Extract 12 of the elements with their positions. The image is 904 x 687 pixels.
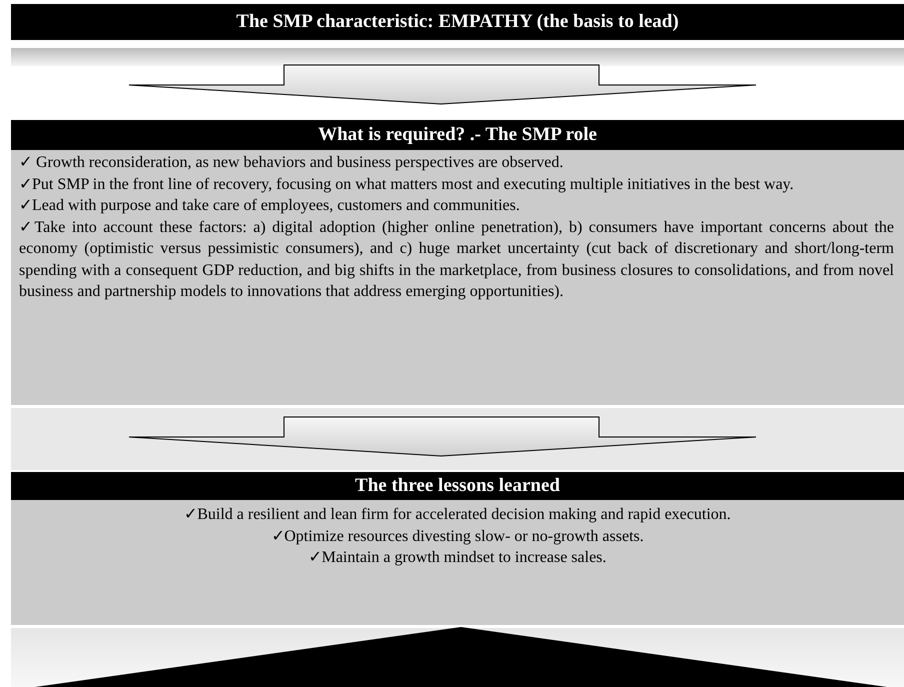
header-bar: The SMP characteristic: EMPATHY (the basis to lead): [11, 4, 904, 40]
bullet-text: ✓ Growth reconsideration, as new behaviors and business perspectives are observed.: [19, 153, 564, 173]
header-bar: What is required? .- The SMP role: [11, 120, 904, 150]
bullet-text: ✓Lead with purpose and take care of employees, customers and communities.: [19, 196, 521, 216]
block-arrow: [128, 416, 756, 456]
bullet-text: ✓Maintain a growth mindset to increase sales.: [308, 548, 608, 568]
bullet-text: ✓Optimize resources divesting slow- or no-growth assets.: [270, 526, 645, 546]
block-arrow: [128, 64, 756, 104]
header-bar: The three lessons learned: [11, 472, 904, 500]
bullet-text: ✓Take into account these factors: a) digital adoption (higher online penetration), b) consumers have important concerns about the economy (optimistic versus pessimistic consumers), and c) huge market uncertainty (cut back of discretionary and short/long-term spending with a consequent GDP reduction, and big shifts in the marketplace, from business closures to consolidations, and from novel business and partnership models to innovations that address emerging opportunities).: [19, 218, 894, 302]
bullet-text: ✓Put SMP in the front line of recovery, focusing on what matters most and executing multiple initiatives in the best way.: [19, 174, 795, 194]
bullet-text: ✓Build a resilient and lean firm for accelerated decision making and rapid execution.: [183, 505, 732, 525]
